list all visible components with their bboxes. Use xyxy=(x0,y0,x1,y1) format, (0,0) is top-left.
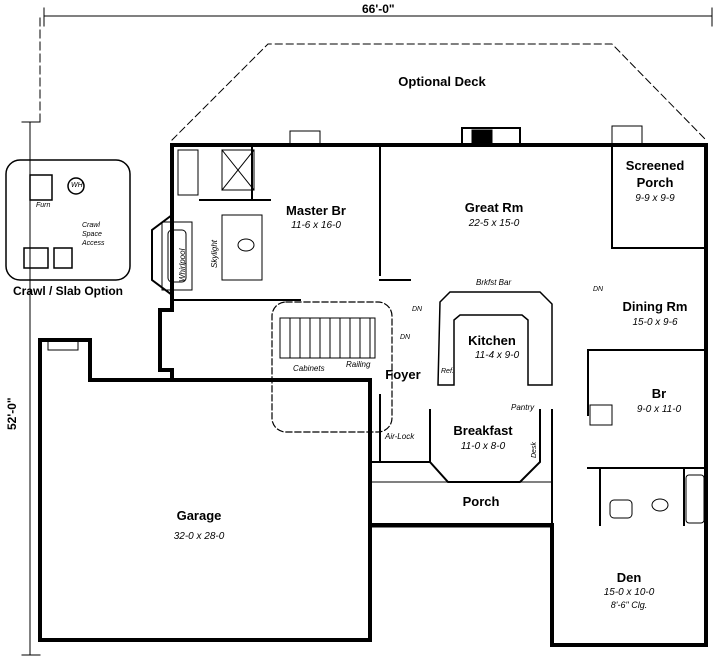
overall-width-label: 66'-0" xyxy=(362,2,395,16)
whirlpool-bumpout xyxy=(151,213,193,297)
vanity xyxy=(221,214,263,281)
kitchen-dims: 11-4 x 9-0 xyxy=(474,350,520,361)
crawl-access-line-2: Space xyxy=(82,231,102,238)
master-closet xyxy=(177,149,255,196)
wh-label: WH xyxy=(71,182,83,189)
garage-dims: 32-0 x 28-0 xyxy=(173,531,225,542)
screened-porch-label-2: Porch xyxy=(636,175,674,190)
exterior-walls xyxy=(38,143,708,647)
bath-fixtures xyxy=(589,404,705,524)
pantry-label: Pantry xyxy=(511,403,535,412)
great-rm-label: Great Rm xyxy=(464,200,524,215)
dining-rm-label: Dining Rm xyxy=(622,299,688,314)
railing-label: Railing xyxy=(346,360,371,369)
optional-deck-outline xyxy=(171,43,707,141)
interior-walls xyxy=(171,144,707,526)
dining-rm-dims: 15-0 x 9-6 xyxy=(632,317,678,328)
skylight-label: Skylight xyxy=(210,239,219,268)
brkfst-bar-label: Brkfst Bar xyxy=(476,278,512,287)
overall-width-dimension-line xyxy=(43,7,713,27)
stair-option-outline xyxy=(271,301,393,433)
br-label: Br xyxy=(651,386,667,401)
front-porch xyxy=(369,481,553,528)
screened-porch-dims: 9-9 x 9-9 xyxy=(635,193,675,204)
screened-porch-label-1: Screened xyxy=(625,158,685,173)
dn-label-dining: DN xyxy=(593,286,604,293)
dn-label-great-rm: DN xyxy=(412,306,423,313)
crawl-access-line-3: Access xyxy=(82,240,105,247)
master-br-dims: 11-6 x 16-0 xyxy=(291,220,341,231)
crawl-access-line-1: Crawl xyxy=(82,222,100,229)
kitchen-label: Kitchen xyxy=(468,333,516,348)
den-dims: 15-0 x 10-0 xyxy=(603,587,655,598)
garage-label: Garage xyxy=(176,508,222,523)
optional-deck-label: Optional Deck xyxy=(398,74,486,89)
whirlpool-label: Whirlpool xyxy=(178,248,187,282)
master-br-label: Master Br xyxy=(286,203,346,218)
crawl-inset-diagram xyxy=(5,159,131,281)
great-rm-dims: 22-5 x 15-0 xyxy=(468,218,520,229)
kitchen-island xyxy=(437,291,553,386)
air-lock-label: Air-Lock xyxy=(385,432,415,441)
ref-label: Ref. xyxy=(441,368,454,375)
den-label: Den xyxy=(616,570,642,585)
crawl-option-label: Crawl / Slab Option xyxy=(12,284,124,298)
cabinets-label: Cabinets xyxy=(293,364,325,373)
breakfast-label: Breakfast xyxy=(453,423,513,438)
overall-depth-label: 52'-0" xyxy=(5,397,19,430)
overall-depth-dimension-line xyxy=(21,13,41,656)
breakfast-dims: 11-0 x 8-0 xyxy=(460,441,506,452)
windows xyxy=(47,125,643,351)
br-dims: 9-0 x 11-0 xyxy=(636,404,682,415)
stairs xyxy=(279,317,376,359)
dn-label-stairs: DN xyxy=(400,334,411,341)
fireplace xyxy=(461,127,521,146)
desk-label: Desk xyxy=(531,442,538,458)
foyer-label: Foyer xyxy=(385,367,421,382)
porch-label: Porch xyxy=(462,494,500,509)
den-ceiling-note: 8'-6" Clg. xyxy=(610,600,648,610)
furn-label: Furn xyxy=(36,202,51,209)
